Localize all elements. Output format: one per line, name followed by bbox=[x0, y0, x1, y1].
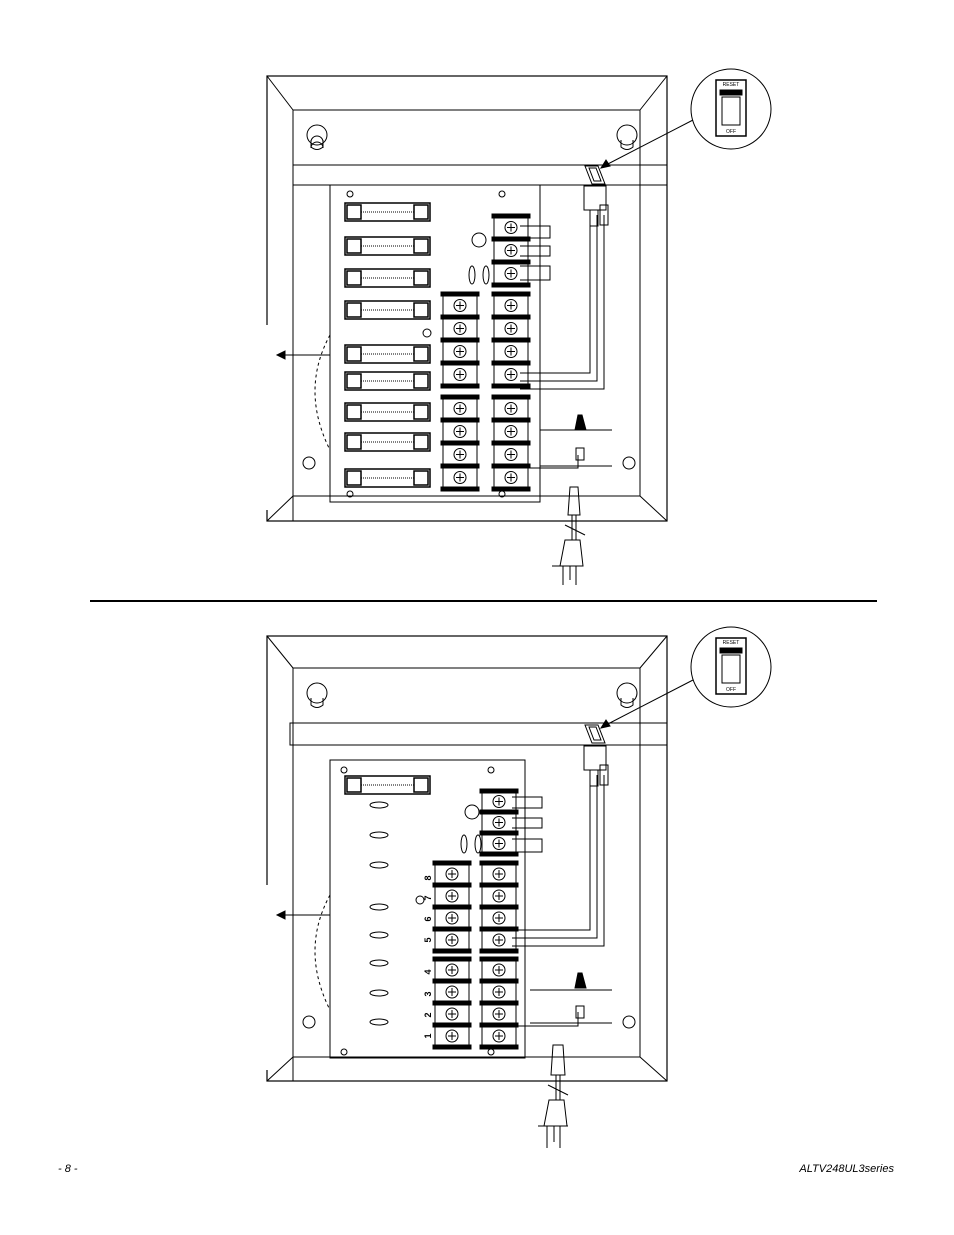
terminal-screw bbox=[493, 912, 505, 924]
terminal-number: 4 bbox=[423, 969, 433, 974]
terminal-screw bbox=[505, 222, 517, 234]
terminal-number: 1 bbox=[423, 1033, 433, 1038]
terminal-screw bbox=[505, 403, 517, 415]
off-label: OFF bbox=[726, 129, 736, 135]
terminal-screw bbox=[505, 449, 517, 461]
power-cord bbox=[552, 487, 585, 585]
terminal-screw bbox=[454, 300, 466, 312]
terminal-screw bbox=[454, 403, 466, 415]
terminal-screw bbox=[493, 1008, 505, 1020]
section-divider bbox=[90, 600, 877, 602]
keyhole-icon bbox=[307, 125, 637, 150]
fuse bbox=[345, 301, 430, 319]
reset-label: RESET bbox=[723, 640, 740, 646]
terminal-screw bbox=[446, 868, 458, 880]
fuse bbox=[345, 237, 430, 255]
keyhole-icon bbox=[307, 683, 637, 708]
terminal-screw bbox=[505, 245, 517, 257]
terminal-screw bbox=[505, 323, 517, 335]
terminal-numbers: 8 7 6 5 4 3 2 1 bbox=[423, 875, 433, 1038]
terminal-strip bbox=[441, 214, 530, 491]
terminal-screw bbox=[505, 346, 517, 358]
mount-hole bbox=[623, 1016, 635, 1028]
terminal-screw bbox=[493, 868, 505, 880]
terminal-screw bbox=[454, 472, 466, 484]
wiring bbox=[520, 186, 612, 468]
mount-hole bbox=[623, 457, 635, 469]
terminal-screw bbox=[505, 300, 517, 312]
terminal-number: 8 bbox=[423, 875, 433, 880]
fuse bbox=[345, 469, 430, 487]
terminal-screw bbox=[493, 838, 505, 850]
terminal-screw bbox=[454, 449, 466, 461]
terminal-screw bbox=[454, 323, 466, 335]
terminal-screw bbox=[446, 1008, 458, 1020]
terminal-screw bbox=[505, 268, 517, 280]
terminal-screw bbox=[446, 1030, 458, 1042]
terminal-screw bbox=[493, 890, 505, 902]
switch-callout: RESET OFF bbox=[601, 627, 771, 728]
fuse bbox=[345, 269, 430, 287]
fuse bbox=[345, 345, 430, 363]
enclosure bbox=[267, 636, 667, 1081]
power-switch bbox=[585, 166, 605, 184]
page-number: - 8 - bbox=[58, 1163, 78, 1175]
terminal-number: 2 bbox=[423, 1012, 433, 1017]
document-id: ALTV248UL3series bbox=[799, 1163, 894, 1175]
terminal-screw bbox=[493, 796, 505, 808]
terminal-screw bbox=[493, 934, 505, 946]
terminal-screw bbox=[446, 964, 458, 976]
fuse bbox=[345, 372, 430, 390]
terminal-screw bbox=[446, 890, 458, 902]
mount-hole bbox=[303, 1016, 315, 1028]
terminal-screw bbox=[446, 986, 458, 998]
terminal-screw bbox=[493, 986, 505, 998]
off-label: OFF bbox=[726, 687, 736, 693]
wiring bbox=[512, 746, 612, 1026]
terminal-strip bbox=[433, 789, 518, 1049]
single-fuse-board-diagram: 8 7 6 5 4 3 2 1 RESET OFF bbox=[0, 605, 954, 1165]
terminal-screw bbox=[454, 346, 466, 358]
terminal-screw bbox=[493, 817, 505, 829]
fuse bbox=[345, 203, 430, 221]
fuse bbox=[345, 433, 430, 451]
fuse-row bbox=[345, 203, 430, 487]
terminal-screw bbox=[446, 912, 458, 924]
power-cord bbox=[538, 1045, 568, 1148]
mount-hole bbox=[303, 457, 315, 469]
reset-label: RESET bbox=[723, 82, 740, 88]
switch-callout: RESET OFF bbox=[601, 69, 771, 168]
terminal-number: 5 bbox=[423, 937, 433, 942]
terminal-screw bbox=[505, 426, 517, 438]
terminal-screw bbox=[505, 472, 517, 484]
terminal-screw bbox=[493, 1030, 505, 1042]
terminal-screw bbox=[454, 369, 466, 381]
terminal-number: 6 bbox=[423, 916, 433, 921]
enclosure bbox=[267, 76, 667, 521]
terminal-screw bbox=[454, 426, 466, 438]
terminal-screw bbox=[493, 964, 505, 976]
terminal-number: 3 bbox=[423, 991, 433, 996]
terminal-screw bbox=[505, 369, 517, 381]
terminal-screw bbox=[446, 934, 458, 946]
terminal-number: 7 bbox=[423, 895, 433, 900]
fuse bbox=[345, 403, 430, 421]
fused-board-diagram: RESET OFF bbox=[0, 0, 954, 600]
